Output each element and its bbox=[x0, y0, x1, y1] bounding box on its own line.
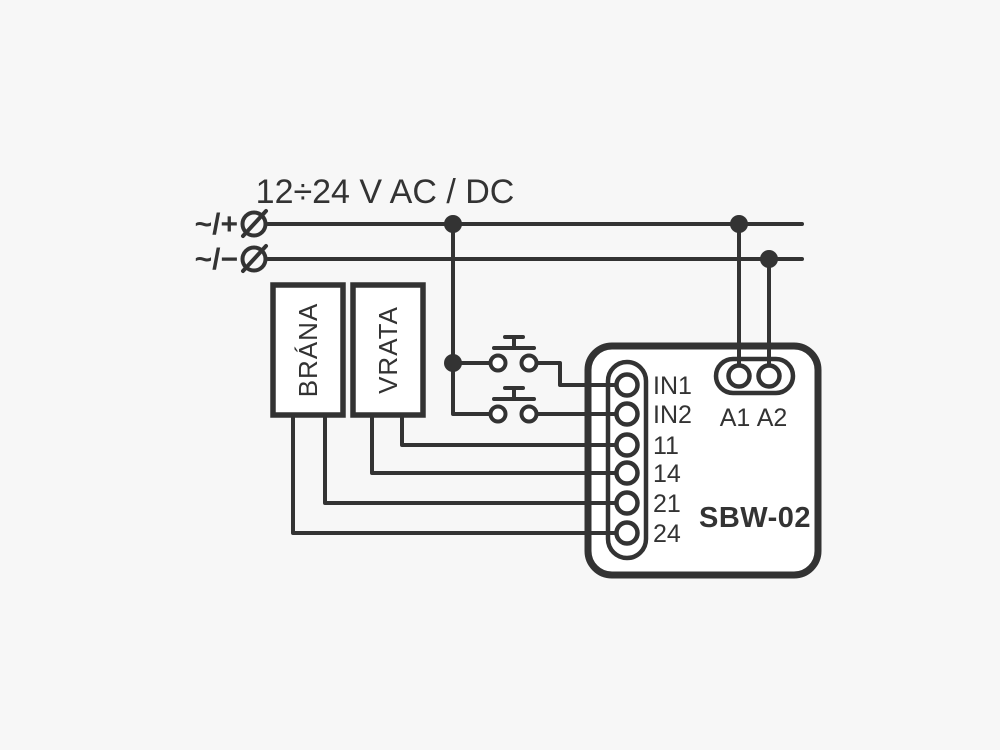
negative-screw-terminal-icon bbox=[240, 245, 268, 273]
wires bbox=[266, 222, 804, 535]
junction-button-branch bbox=[444, 354, 462, 372]
push-button-1-contact-left bbox=[488, 353, 508, 373]
brana-label: BRÁNA bbox=[293, 303, 323, 398]
push-button-2-contact-left bbox=[488, 404, 508, 424]
vrata-to-11-wire bbox=[400, 413, 629, 447]
terminal-a2 bbox=[756, 363, 782, 389]
supply-drop-wire bbox=[451, 222, 492, 416]
negative-polarity-label: ~/− bbox=[195, 243, 238, 276]
brana-to-21-wire bbox=[323, 413, 629, 505]
terminal-label-24: 24 bbox=[653, 520, 681, 548]
positive-screw-terminal-icon bbox=[240, 210, 268, 238]
push-button-2-contact-right bbox=[519, 404, 539, 424]
push-button-1-actuator bbox=[503, 335, 525, 350]
terminal-label-in2: IN2 bbox=[653, 401, 692, 429]
input-device-boxes bbox=[270, 282, 426, 418]
negative-screw-slash-icon bbox=[241, 244, 268, 273]
brana-to-24-wire bbox=[291, 413, 629, 535]
terminal-in2 bbox=[614, 401, 640, 427]
terminal-24 bbox=[614, 520, 640, 546]
terminal-label-in1: IN1 bbox=[653, 372, 692, 400]
module-terminals bbox=[614, 363, 782, 546]
supply-screw-terminals bbox=[240, 209, 268, 273]
terminal-in1 bbox=[614, 372, 640, 398]
junction-positive-drop bbox=[444, 215, 462, 233]
push-button-2-actuator bbox=[503, 386, 525, 401]
positive-screw-slash-icon bbox=[241, 209, 268, 238]
push-button-1-icon bbox=[488, 335, 539, 373]
terminal-label-a2: A2 bbox=[757, 404, 788, 432]
terminal-label-a1: A1 bbox=[720, 404, 751, 432]
vrata-label: VRATA bbox=[373, 306, 403, 394]
button1-to-in1-wire bbox=[535, 361, 629, 387]
junction-positive-a1 bbox=[730, 215, 748, 233]
terminal-label-11: 11 bbox=[653, 432, 679, 460]
push-button-1-contact-right bbox=[519, 353, 539, 373]
vrata-box bbox=[350, 282, 426, 418]
terminal-21 bbox=[614, 490, 640, 516]
terminal-a1 bbox=[726, 363, 752, 389]
terminal-label-21: 21 bbox=[653, 490, 681, 518]
junction-negative-a2 bbox=[760, 250, 778, 268]
supply-voltage-title: 12÷24 V AC / DC bbox=[256, 173, 515, 211]
terminal-11 bbox=[614, 432, 640, 458]
terminal-14 bbox=[614, 460, 640, 486]
vrata-to-14-wire bbox=[370, 413, 629, 475]
junction-dots bbox=[444, 215, 778, 372]
positive-polarity-label: ~/+ bbox=[195, 208, 238, 241]
push-button-2-icon bbox=[488, 386, 539, 424]
brana-box bbox=[270, 282, 346, 418]
module-name-label: SBW-02 bbox=[699, 502, 811, 534]
terminal-label-14: 14 bbox=[653, 460, 681, 488]
